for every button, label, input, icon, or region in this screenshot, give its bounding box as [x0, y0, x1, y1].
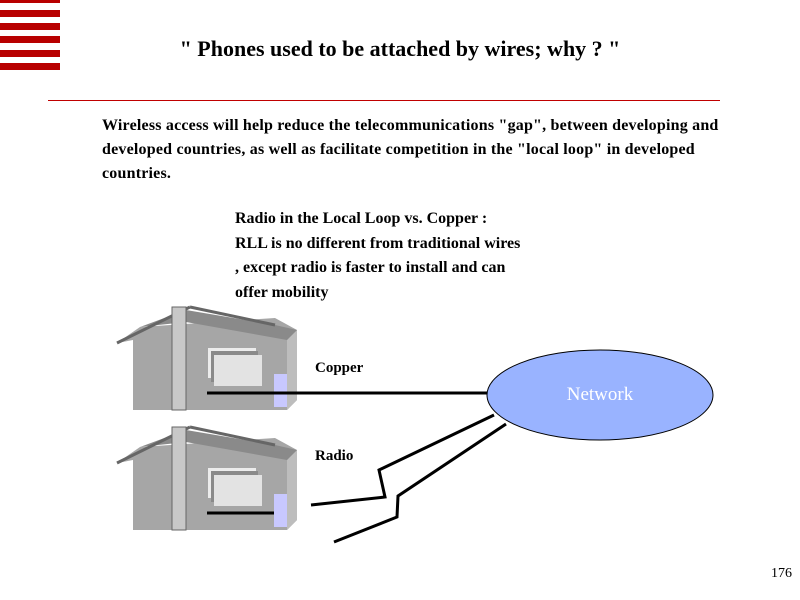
- network-cloud: [486, 349, 714, 441]
- stripe: [0, 10, 60, 17]
- radio-link-bolt: [333, 422, 507, 544]
- page-number: 176: [771, 566, 792, 581]
- house-copper: [116, 305, 297, 411]
- title-divider: [48, 100, 720, 101]
- house-radio: [115, 425, 299, 532]
- copper-label: Copper: [315, 360, 364, 376]
- rll-text: Radio in the Local Loop vs. Copper : RLL…: [235, 207, 635, 305]
- stripe: [0, 36, 60, 43]
- radio-label: Radio: [315, 448, 354, 464]
- intro-paragraph: Wireless access will help reduce the tel…: [102, 117, 719, 182]
- radio-link-bolt: [310, 413, 495, 507]
- stripe: [0, 23, 60, 30]
- network-label: Network: [566, 384, 634, 405]
- rll-line: , except radio is faster to install and …: [235, 259, 506, 276]
- rll-line: offer mobility: [235, 283, 329, 301]
- rll-line: RLL is no different from traditional wir…: [235, 234, 521, 252]
- stripe: [0, 0, 60, 3]
- slide-title: " Phones used to be attached by wires; w…: [179, 36, 621, 61]
- stripe: [0, 50, 60, 57]
- stripe: [0, 63, 60, 70]
- rll-line: Radio in the Local Loop vs. Copper :: [235, 210, 488, 227]
